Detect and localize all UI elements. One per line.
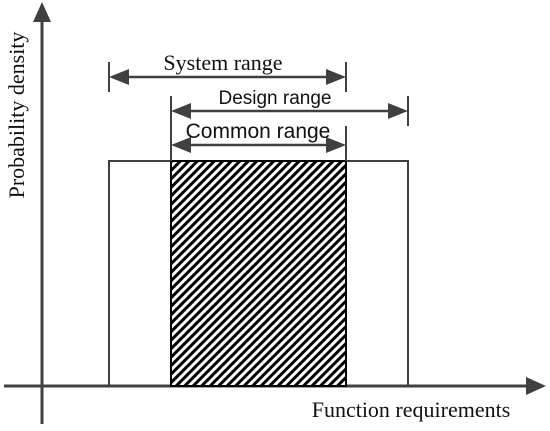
system-range-left-arrowhead xyxy=(109,69,129,85)
system-range-dimension xyxy=(108,62,347,92)
y-axis-arrowhead xyxy=(33,2,51,22)
common-range-right-arrowhead xyxy=(326,137,346,153)
system-range-right-arrowhead xyxy=(326,69,346,85)
design-range-dimension xyxy=(170,96,409,126)
common-range-region xyxy=(170,160,347,387)
system-range-label: System range xyxy=(163,50,282,75)
design-range-label: Design range xyxy=(218,88,331,109)
y-axis xyxy=(33,2,51,424)
x-axis-label: Function requirements xyxy=(312,397,511,422)
common-range-left-arrowhead xyxy=(171,137,191,153)
common-range-dimension xyxy=(170,126,347,161)
design-range-right-arrowhead xyxy=(388,103,408,119)
common-range-label: Common range xyxy=(186,120,331,143)
x-axis-arrowhead xyxy=(526,377,546,395)
y-axis-label: Probability density xyxy=(4,32,29,199)
design-range-left-arrowhead xyxy=(171,103,191,119)
